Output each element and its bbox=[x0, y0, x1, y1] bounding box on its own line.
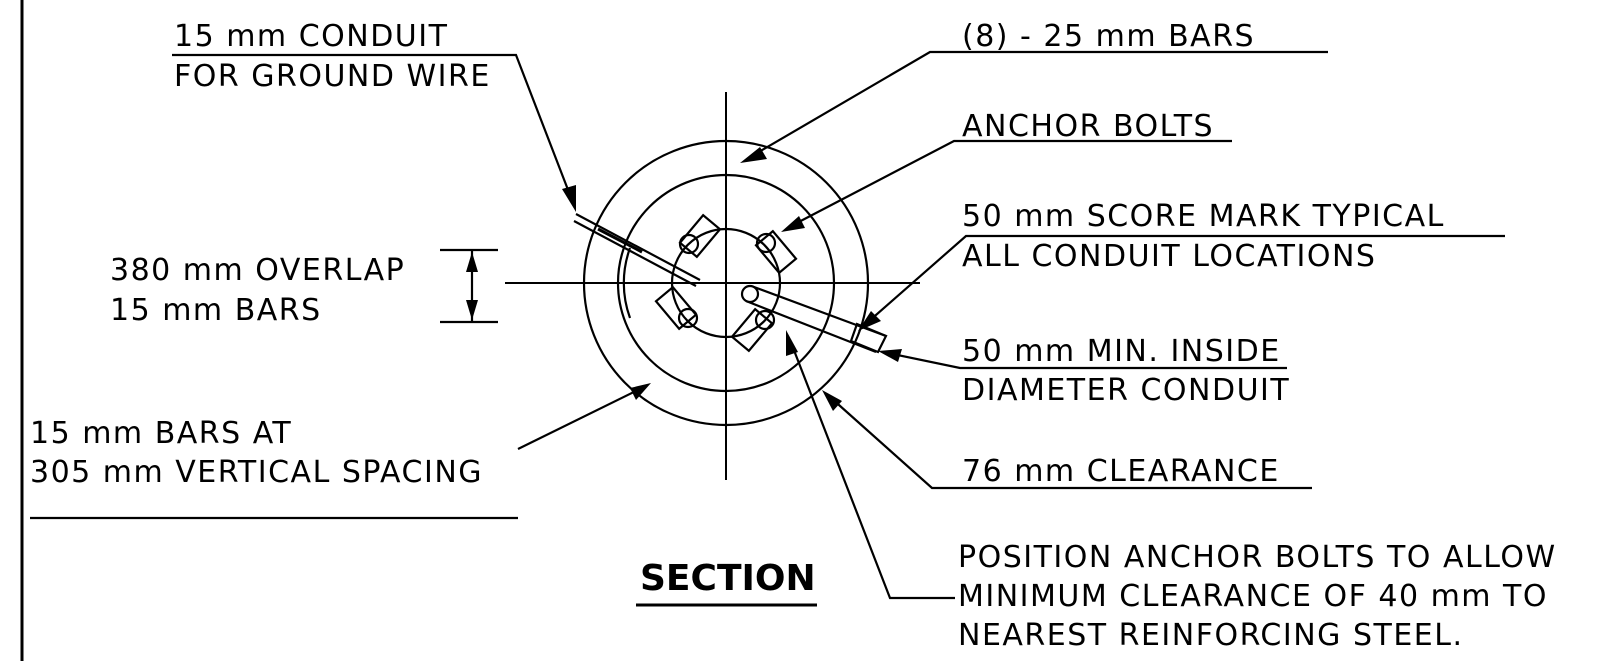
leader-conduit-ground bbox=[172, 53, 572, 196]
outer-shaft-circle bbox=[582, 139, 870, 427]
label-spacing-1: 15 mm BARS AT bbox=[30, 416, 292, 451]
label-conduit-ground-1: 15 mm CONDUIT bbox=[174, 19, 448, 54]
label-overlap-2: 15 mm BARS bbox=[110, 293, 322, 328]
anchor-bolt-upper-right bbox=[754, 229, 798, 275]
label-bars: (8) - 25 mm BARS bbox=[962, 19, 1255, 54]
ground-conduit bbox=[573, 213, 701, 287]
label-conduit-ground-2: FOR GROUND WIRE bbox=[174, 59, 491, 94]
label-position-note-2: MINIMUM CLEARANCE OF 40 mm TO bbox=[958, 579, 1548, 614]
leader-spacing bbox=[517, 387, 643, 450]
label-position-note-3: NEAREST REINFORCING STEEL. bbox=[958, 618, 1463, 653]
anchor-bolt-upper-left bbox=[678, 213, 722, 259]
label-score-mark-1: 50 mm SCORE MARK TYPICAL bbox=[962, 199, 1445, 234]
overlap-bar-arc bbox=[622, 247, 632, 319]
leader-bars bbox=[751, 50, 1328, 157]
anchor-bolt-lower-right bbox=[730, 307, 776, 353]
overlap-dimension bbox=[440, 248, 498, 324]
bolt-circle bbox=[670, 227, 782, 339]
label-score-mark-2: ALL CONDUIT LOCATIONS bbox=[962, 239, 1376, 274]
section-title: SECTION bbox=[640, 558, 816, 599]
label-overlap-1: 380 mm OVERLAP bbox=[110, 253, 405, 288]
leader-anchor-bolts bbox=[792, 139, 1232, 226]
label-anchor-bolts: ANCHOR BOLTS bbox=[962, 109, 1214, 144]
label-clearance: 76 mm CLEARANCE bbox=[962, 454, 1280, 489]
leader-min-conduit bbox=[887, 351, 1287, 370]
leader-position-note bbox=[788, 339, 955, 600]
label-spacing-2: 305 mm VERTICAL SPACING bbox=[30, 455, 483, 490]
label-min-conduit-1: 50 mm MIN. INSIDE bbox=[962, 334, 1281, 369]
reinforcing-cage-circle bbox=[616, 173, 836, 393]
label-position-note-1: POSITION ANCHOR BOLTS TO ALLOW bbox=[958, 540, 1557, 575]
label-min-conduit-2: DIAMETER CONDUIT bbox=[962, 373, 1290, 408]
anchor-bolt-lower-left bbox=[654, 285, 699, 331]
leader-clearance bbox=[829, 396, 1312, 490]
leader-score-mark bbox=[867, 234, 1505, 323]
